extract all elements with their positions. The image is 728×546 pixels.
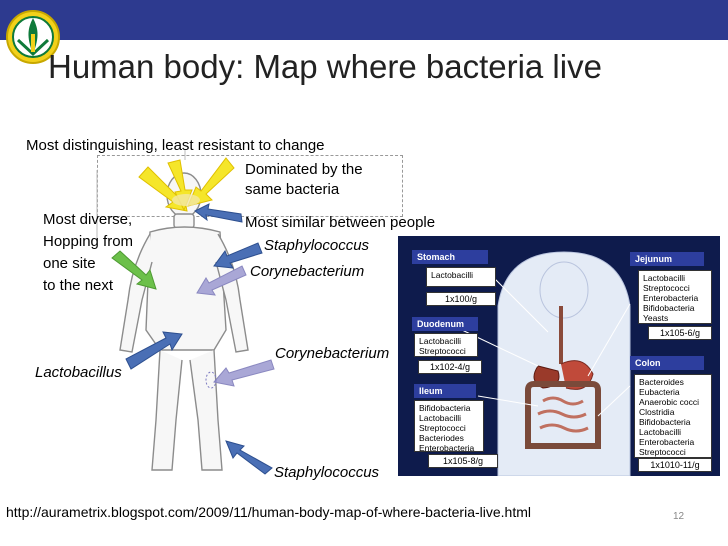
- lavender-arrow-coryne-lower: [213, 359, 275, 387]
- label-diverse-1: Most diverse,: [43, 211, 133, 228]
- lavender-arrow-coryne-upper: [196, 265, 247, 296]
- duodenum-tag: Duodenum: [412, 317, 478, 331]
- stomach-bacteria: Lactobacilli: [426, 267, 496, 287]
- stomach-concentration: 1x100/g: [426, 292, 496, 306]
- green-arrow-diverse: [111, 250, 157, 290]
- right-leg-outline: [189, 349, 223, 471]
- blue-arrow-lacto: [125, 331, 183, 370]
- label-dominated-1: Dominated by the: [245, 161, 363, 178]
- stomach-tag: Stomach: [412, 250, 488, 264]
- ileum-tag: Ileum: [414, 384, 476, 398]
- blue-arrow-staph-lower: [225, 440, 273, 475]
- neck-outline: [173, 213, 195, 229]
- gut-flora-panel: Stomach Lactobacilli 1x100/g Duodenum La…: [398, 236, 720, 476]
- label-staph-upper: Staphylococcus: [264, 237, 370, 254]
- label-staph-lower: Staphylococcus: [274, 464, 380, 481]
- university-logo: [6, 10, 60, 64]
- duodenum-concentration: 1x102-4/g: [418, 360, 482, 374]
- blue-arrow-staph-upper: [213, 242, 263, 269]
- label-coryne-lower: Corynebacterium: [275, 345, 390, 362]
- colon-tag: Colon: [630, 356, 704, 370]
- label-dominated-2: same bacteria: [245, 181, 340, 198]
- groin-marker: [205, 371, 217, 389]
- colon-concentration: 1x1010-11/g: [638, 458, 712, 472]
- page-number: 12: [673, 511, 685, 522]
- page-title: Human body: Map where bacteria live: [48, 48, 602, 85]
- digestive-tract-illustration: [461, 251, 631, 476]
- label-coryne-upper: Corynebacterium: [250, 263, 365, 280]
- label-top-note: Most distinguishing, least resistant to …: [26, 137, 325, 154]
- label-lacto: Lactobacillus: [35, 364, 122, 381]
- left-arm-outline: [119, 233, 153, 353]
- blue-arrow-similar: [194, 203, 243, 223]
- head-marker: [172, 194, 200, 206]
- source-link[interactable]: http://aurametrix.blogspot.com/2009/11/h…: [6, 504, 531, 520]
- ileum-concentration: 1x105-8/g: [428, 454, 498, 468]
- label-similar: Most similar between people: [245, 214, 436, 231]
- header-bar: [0, 0, 728, 40]
- jejunum-concentration: 1x105-6/g: [648, 326, 712, 340]
- yellow-arrow-3: [187, 157, 235, 207]
- jejunum-tag: Jejunum: [630, 252, 704, 266]
- label-diverse-2: Hopping from: [43, 233, 134, 250]
- left-leg-outline: [151, 349, 183, 471]
- label-diverse-4: to the next: [43, 277, 114, 294]
- torso-outline: [145, 226, 227, 351]
- label-diverse-3: one site: [43, 255, 96, 272]
